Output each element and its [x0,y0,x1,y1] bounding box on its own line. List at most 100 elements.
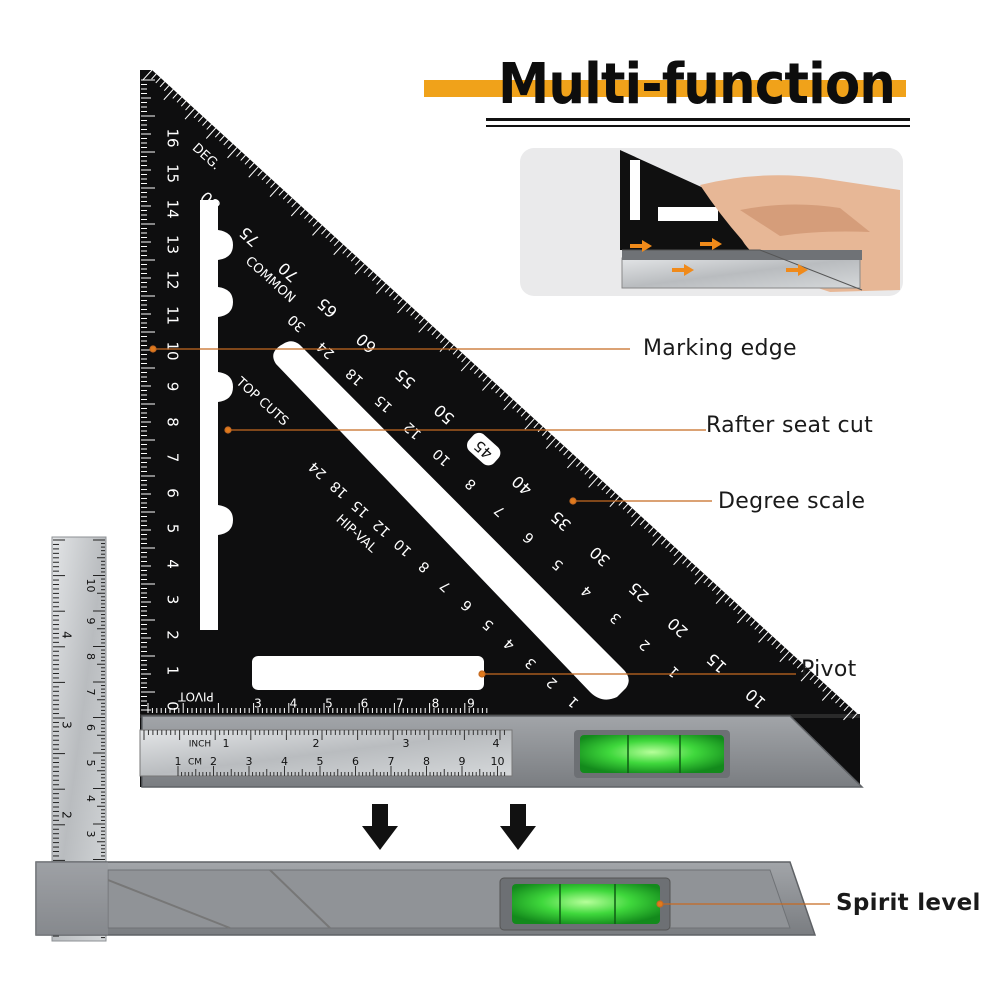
degree-tick [474,368,480,374]
degree-tick [516,406,522,413]
degree-tick [197,116,204,123]
inch-number: 16 [164,128,182,147]
cm-number: 9 [459,755,466,768]
degree-tick [227,147,238,159]
degree-tick [779,647,786,654]
degree-tick [737,608,743,615]
inch-number: 5 [164,524,182,534]
inch-number: 1 [164,666,182,676]
degree-tick [622,503,629,510]
cm-number: 6 [352,755,359,768]
degree-tick [524,418,535,430]
degree-tick [707,581,714,588]
degree-tick [750,620,756,626]
degree-tick [733,604,739,611]
inch-number: 11 [164,306,182,325]
degree-tick [567,453,573,460]
degree-tick [248,162,255,169]
degree-tick [512,402,518,409]
degree-tick [715,592,726,604]
degree-tick [852,713,858,719]
degree-tick [809,674,816,681]
degree-tick [792,658,799,665]
degree-tick [754,623,760,630]
degree-tick [758,631,769,643]
degree-tick [648,527,654,533]
cm-number: 10 [491,755,505,768]
degree-tick [461,356,467,363]
degree-tick [716,589,722,595]
degree-tick [631,511,637,518]
square-ruler-ticks [141,69,858,721]
degree-tick [843,709,854,721]
degree-tick [779,651,790,663]
degree-tick [244,158,251,165]
degree-tick [427,325,433,332]
bottom-scale-number: 7 [396,697,404,711]
degree-tick [418,317,425,324]
degree-tick [435,333,442,340]
cm-label: CM [188,758,202,768]
degree-tick [643,523,650,530]
degree-tick [682,558,688,564]
inch-number: 13 [164,235,182,254]
side-inch-number: 3 [60,721,74,729]
degree-tick [520,410,527,417]
side-inch-number: 4 [60,631,74,639]
side-cm-number: 5 [84,760,97,767]
degree-tick [278,189,285,196]
degree-tick [665,542,671,549]
degree-tick [626,507,633,514]
degree-tick [333,240,340,247]
degree-tick [376,278,382,285]
degree-tick [452,348,459,355]
base-ruler-ticks [143,730,506,776]
degree-tick [728,600,735,607]
inch-number: 4 [164,559,182,569]
degree-tick [503,399,514,411]
degree-tick [304,213,310,219]
degree-tick [206,123,212,130]
degree-tick [575,461,582,467]
inch-number: 2 [313,737,320,750]
degree-tick [478,371,484,378]
degree-tick [686,561,692,568]
degree-tick [588,472,595,479]
degree-tick [491,383,497,390]
inch-number: 3 [403,737,410,750]
side-cm-number: 4 [84,795,97,802]
degree-tick [350,255,357,262]
degree-tick [193,112,200,119]
degree-tick [673,550,680,557]
bottom-scale-number: 3 [254,697,262,711]
bottom-scale-number: 8 [432,697,440,711]
bottom-scale-number: 6 [361,697,369,711]
inch-label: INCH [189,740,211,750]
side-inch-number: 2 [60,811,74,819]
degree-tick [142,69,153,81]
degree-tick [312,224,323,236]
callout-degree-scale: Degree scale [718,489,866,514]
degree-tick [270,182,276,188]
callout-rafter-seat-cut: Rafter seat cut [706,413,874,438]
cm-number: 5 [317,755,324,768]
degree-tick [240,154,246,161]
degree-tick [418,321,429,333]
inch-number: 4 [493,737,500,750]
down-arrow-icon [500,804,536,850]
base-spirit-level [139,715,864,788]
degree-tick [767,635,773,642]
degree-tick [363,267,370,274]
degree-tick [151,73,157,80]
degree-tick [796,662,803,669]
degree-tick [414,313,420,320]
degree-tick [830,693,837,700]
degree-tick [355,259,361,266]
side-cm-number: 9 [84,618,97,625]
degree-tick [724,596,731,603]
degree-tick [333,244,344,256]
degree-tick [711,585,718,592]
degree-tick [839,701,845,708]
